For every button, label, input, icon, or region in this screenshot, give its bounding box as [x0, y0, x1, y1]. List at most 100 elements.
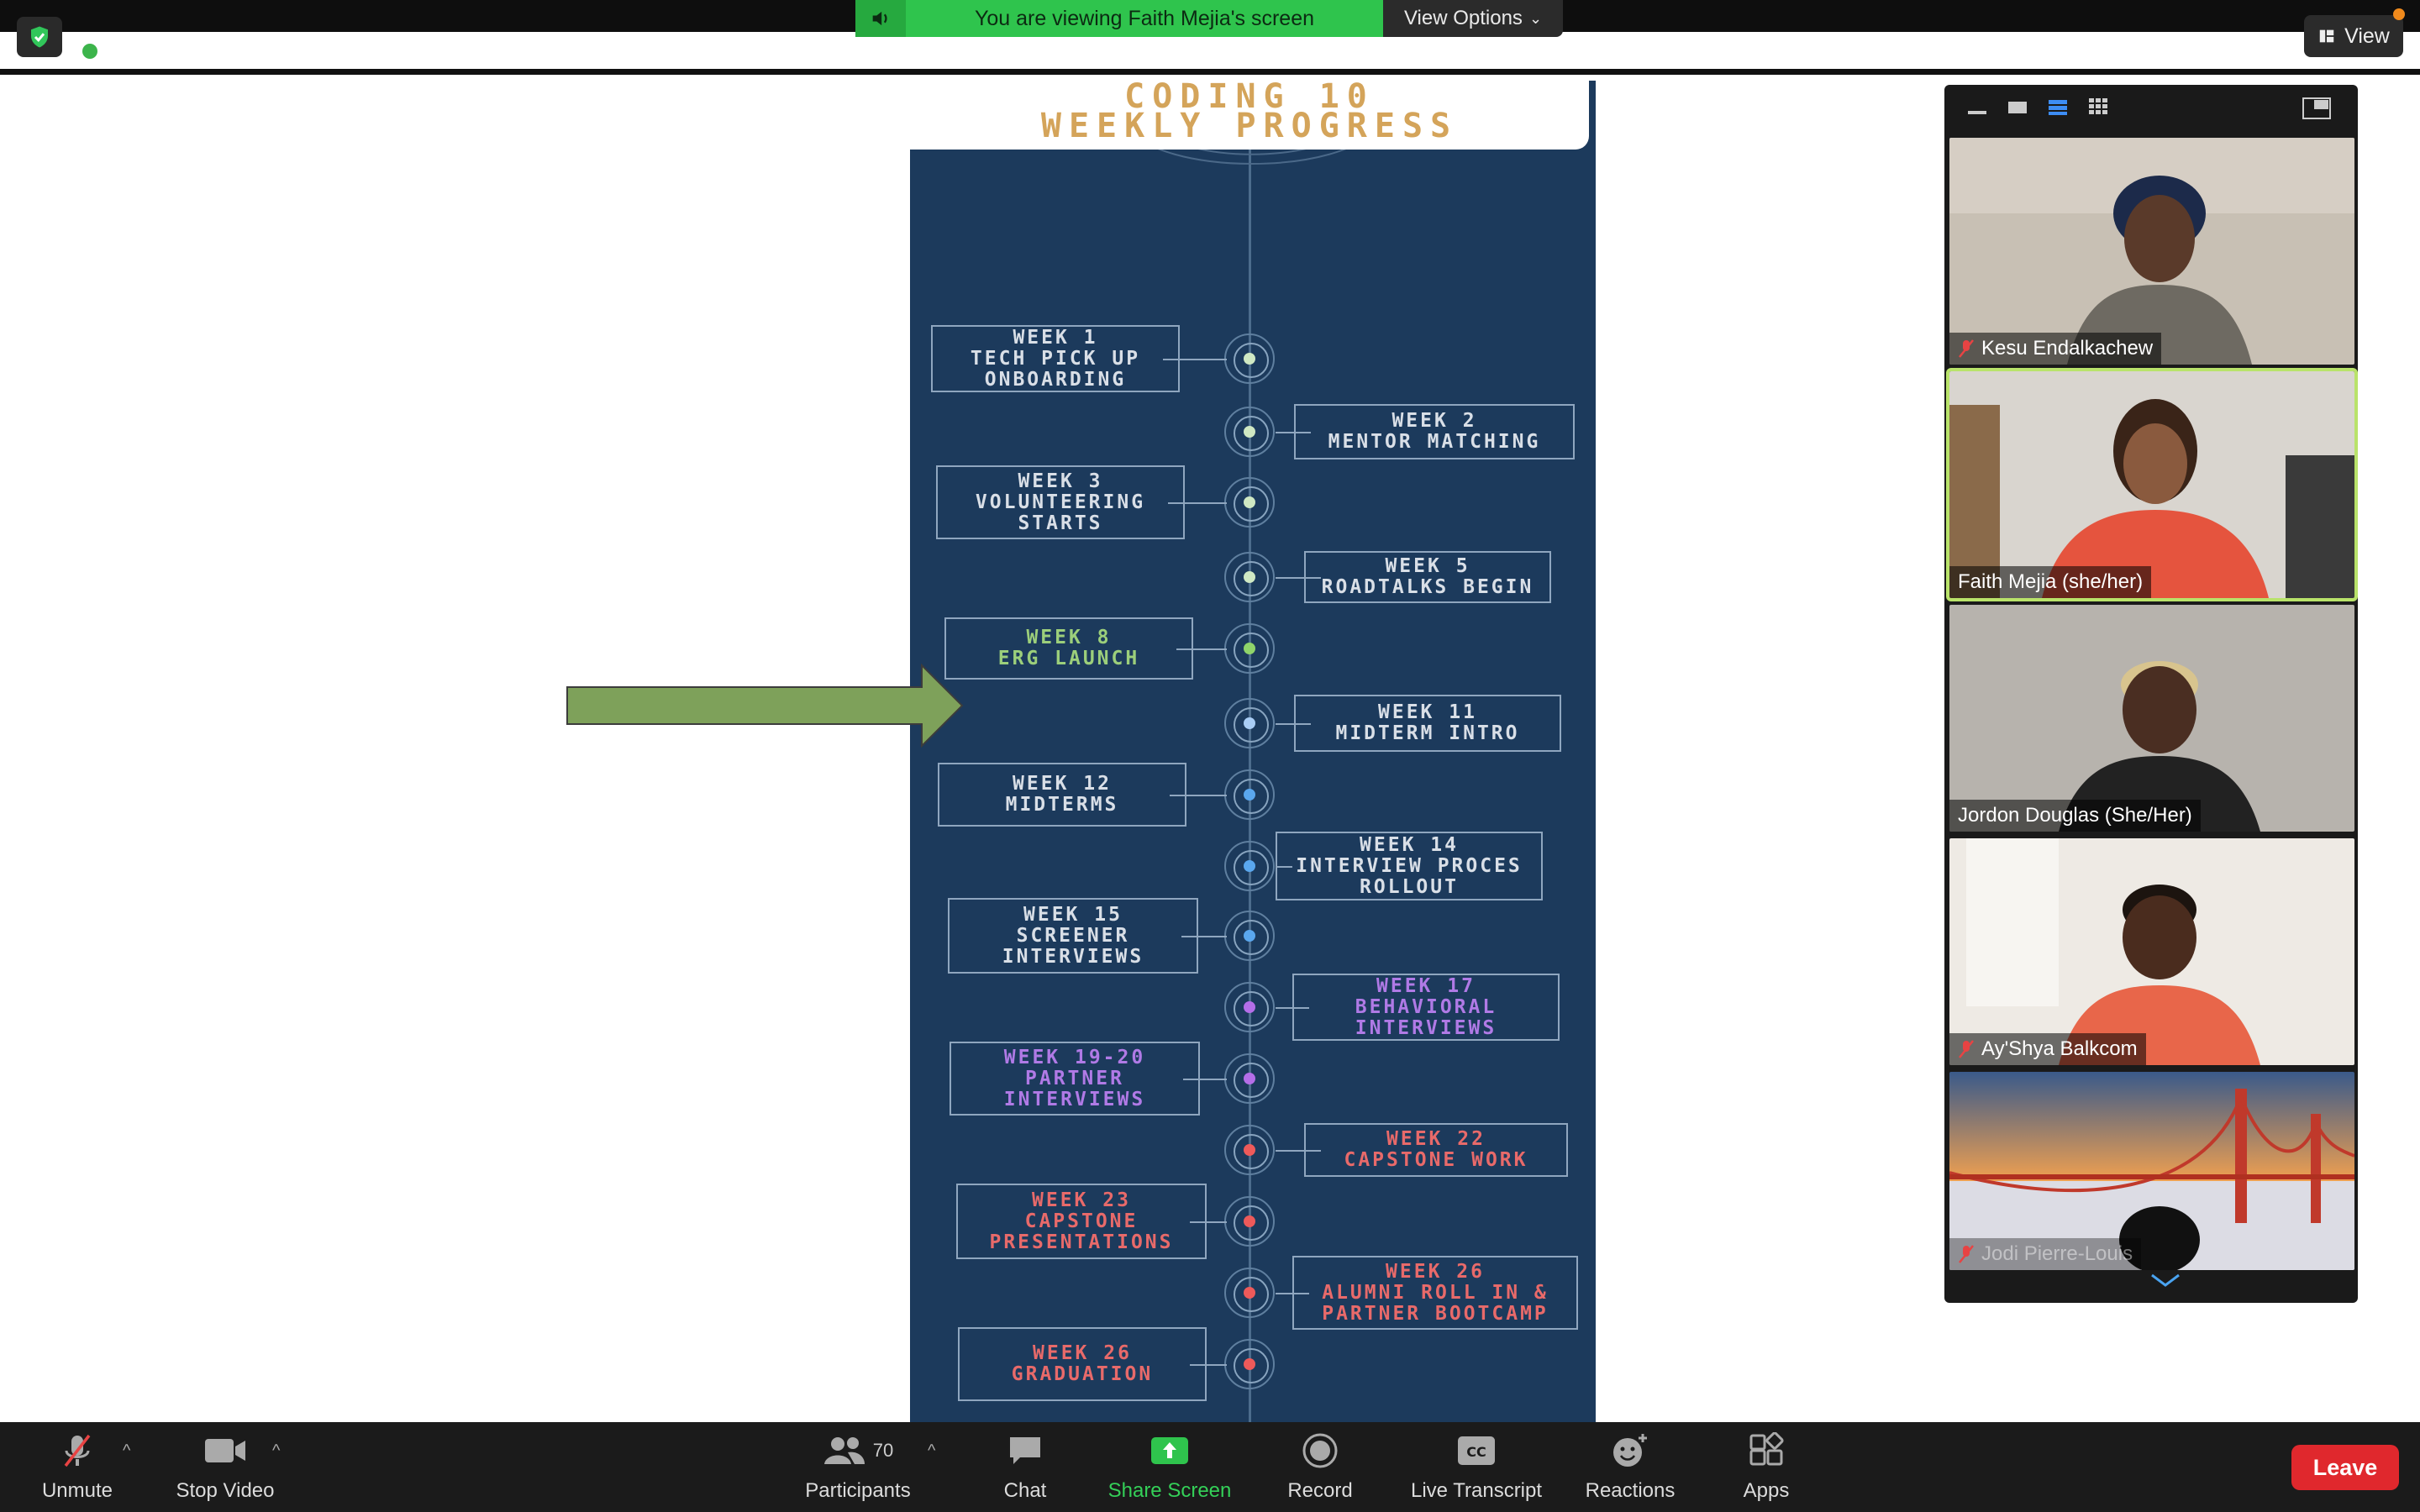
timeline-card-line: BEHAVIORAL [1355, 995, 1497, 1018]
timeline-card-line: INTERVIEWS [1002, 945, 1144, 968]
timeline-card-line: PARTNER BOOTCAMP [1322, 1302, 1549, 1325]
timeline-card-line: WEEK 11 [1378, 701, 1477, 723]
share-screen-icon [1151, 1437, 1188, 1464]
timeline-node-dot [1244, 1215, 1255, 1227]
participant-name-tag: Jodi Pierre-Louis [1949, 1238, 2142, 1270]
gallery-view-icon[interactable] [2087, 97, 2109, 116]
view-options-button[interactable]: View Options ⌄ [1383, 0, 1563, 37]
timeline-connector [1170, 795, 1227, 796]
timeline-card-line: GRADUATION [1011, 1363, 1154, 1385]
leave-button[interactable]: Leave [2291, 1445, 2399, 1490]
timeline-card-line: WEEK 15 [1023, 903, 1123, 926]
timeline-node-dot [1244, 930, 1255, 942]
chat-button[interactable]: Chat [992, 1432, 1059, 1503]
timeline-node-dot [1244, 860, 1255, 872]
participant-video [1949, 371, 2354, 598]
slide-title-box [910, 81, 1589, 150]
reactions-button[interactable]: Reactions [1580, 1432, 1681, 1503]
live-transcript-button[interactable]: CC Live Transcript [1405, 1432, 1548, 1503]
participants-caret-icon[interactable]: ^ [928, 1441, 936, 1460]
slide-title-line2: WEEKLY PROGRESS [1040, 107, 1459, 145]
participant-name: Ay'Shya Balkcom [1981, 1037, 2138, 1060]
timeline-connector [1190, 1364, 1227, 1366]
timeline-card-line: WEEK 8 [1026, 627, 1112, 648]
participants-button[interactable]: 70 Participants [798, 1432, 918, 1503]
video-tile[interactable]: Kesu Endalkachew [1949, 138, 2354, 365]
video-tile-active-speaker[interactable]: Faith Mejia (she/her) [1946, 368, 2358, 601]
timeline-card-line: MIDTERMS [1005, 794, 1119, 816]
timeline-card-line: TECH PICK UP [970, 347, 1141, 370]
speaker-icon[interactable] [855, 0, 906, 37]
video-tile[interactable]: Jodi Pierre-Louis [1949, 1072, 2354, 1270]
timeline-connector [1163, 359, 1227, 360]
timeline-card-line: WEEK 22 [1386, 1128, 1486, 1150]
timeline-card-line: STARTS [1018, 512, 1103, 534]
timeline-node-dot [1244, 496, 1255, 508]
timeline-node [1224, 1339, 1275, 1389]
divider [0, 69, 2420, 75]
participant-count: 70 [872, 1440, 894, 1461]
timeline-card-line: VOLUNTEERING [975, 491, 1146, 513]
timeline-node [1224, 1125, 1275, 1175]
video-tile[interactable]: Ay'Shya Balkcom [1949, 838, 2354, 1065]
reactions-label: Reactions [1585, 1479, 1676, 1502]
timeline-node-dot [1244, 353, 1255, 365]
security-shield-icon[interactable] [17, 17, 62, 57]
notification-dot [2393, 8, 2405, 20]
single-speaker-icon[interactable] [2007, 97, 2028, 116]
timeline-node [1224, 407, 1275, 457]
participants-label: Participants [805, 1479, 911, 1502]
svg-text:CC: CC [1466, 1444, 1486, 1460]
video-tile[interactable]: Jordon Douglas (She/Her) [1949, 605, 2354, 832]
timeline-card-line: INTERVIEW PROCES [1296, 854, 1523, 877]
apps-icon [1749, 1432, 1784, 1466]
video-options-caret-icon[interactable]: ^ [272, 1441, 281, 1460]
timeline-node [1224, 333, 1275, 384]
timeline-connector [1276, 723, 1311, 725]
timeline-node [1224, 1268, 1275, 1318]
participant-name: Kesu Endalkachew [1981, 337, 2154, 360]
participant-video [1949, 138, 2354, 365]
minimize-icon[interactable] [1966, 97, 1988, 116]
timeline-card-line: WEEK 26 [1386, 1260, 1485, 1283]
timeline-connector [1181, 936, 1227, 937]
stop-video-button[interactable]: Stop Video [171, 1432, 279, 1503]
timeline-node-dot [1244, 426, 1255, 438]
timeline-card-line: WEEK 12 [1013, 773, 1112, 795]
share-screen-button[interactable]: Share Screen [1102, 1432, 1237, 1503]
timeline-card-line: INTERVIEWS [1003, 1088, 1146, 1110]
apps-label: Apps [1743, 1479, 1790, 1502]
timeline-card-line: ERG LAUNCH [997, 648, 1140, 669]
live-transcript-label: Live Transcript [1410, 1479, 1543, 1502]
view-options-label: View Options [1403, 7, 1523, 29]
audio-options-caret-icon[interactable]: ^ [123, 1441, 131, 1460]
timeline-card-line: WEEK 3 [1018, 470, 1103, 492]
record-label: Record [1287, 1479, 1353, 1502]
view-button[interactable]: View [2304, 15, 2403, 57]
participant-video [1949, 605, 2354, 832]
apps-button[interactable]: Apps [1733, 1432, 1800, 1503]
unmute-button[interactable]: Unmute [34, 1432, 121, 1503]
collapse-chevron-icon[interactable] [2149, 1272, 2181, 1289]
record-button[interactable]: Record [1282, 1432, 1358, 1503]
view-button-label: View [2344, 24, 2390, 48]
timeline-connector [1168, 502, 1227, 504]
timeline-node-dot [1244, 571, 1255, 583]
timeline-node-dot [1244, 1287, 1255, 1299]
strip-view-icon[interactable] [2047, 97, 2069, 116]
popout-icon[interactable] [2302, 97, 2331, 119]
